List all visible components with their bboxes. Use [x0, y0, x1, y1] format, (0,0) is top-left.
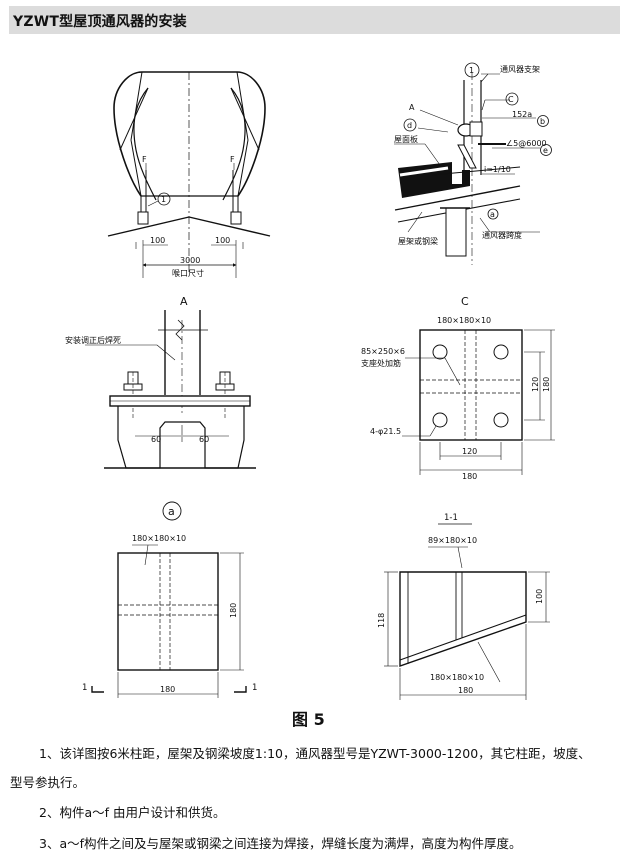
section-mark-left: 1 — [82, 683, 87, 693]
detail-small-a-drawing — [91, 544, 247, 698]
support-section — [394, 62, 540, 265]
detail-c-drawing — [402, 329, 555, 475]
label-truss: 屋架或钢梁 — [398, 236, 438, 246]
label-support: 通风器支架 — [500, 64, 540, 74]
throat-size-label: 喉口尺寸 — [172, 268, 204, 278]
detail-a-drawing — [85, 310, 256, 469]
note-2: 2、构件a～f 由用户设计和供货。 — [39, 805, 226, 820]
label-span: 通风器跨度 — [482, 230, 522, 240]
section-11-dim-180: 180 — [458, 686, 473, 695]
label-152a: 152a — [512, 110, 532, 119]
label-b-marker: b — [540, 117, 545, 126]
figure-label: 图 5 — [292, 710, 325, 729]
detail-a-dim-60-right: 60 — [199, 435, 209, 444]
dim-100-right: 100 — [215, 236, 230, 245]
note-1: 1、该详图按6米柱距，屋架及钢梁坡度1:10，通风器型号是YZWT-3000-1… — [39, 746, 591, 761]
dim-100-left: 100 — [150, 236, 165, 245]
section-11-top-plate: 89×180×10 — [428, 536, 477, 545]
detail-c-rib-note: 支座处加筋 — [361, 358, 401, 368]
label-c-marker: C — [508, 95, 514, 104]
detail-c-holes: 4-φ21.5 — [370, 427, 401, 436]
label-a-marker: A — [409, 103, 415, 112]
section-11-drawing — [384, 546, 550, 700]
detail-a-dim-60-left: 60 — [151, 435, 161, 444]
section-11-bottom-plate: 180×180×10 — [430, 673, 484, 682]
label-slope: i=1/10 — [484, 165, 511, 174]
ventilator-elevation — [107, 71, 271, 278]
section-11-title: 1-1 — [444, 513, 458, 523]
note-3: 3、a～f构件之间及与屋架或钢梁之间连接为焊接，焊缝长度为满焊，高度为构件厚度。 — [39, 836, 522, 851]
detail-c-plate: 180×180×10 — [437, 316, 491, 325]
label-d-marker: d — [407, 121, 412, 130]
detail-c-dim-180-bottom: 180 — [462, 472, 477, 481]
detail-a-title: A — [180, 295, 188, 308]
label-angle: ∠5@6000 — [506, 139, 547, 148]
detail-c-rib: 85×250×6 — [361, 347, 405, 356]
label-f-left: F — [142, 155, 147, 164]
detail-small-a-title: a — [168, 505, 175, 518]
note-1-continued: 型号参执行。 — [10, 775, 86, 790]
section-11-dim-118: 118 — [377, 613, 386, 628]
label-f-right: F — [230, 155, 235, 164]
section-mark-right: 1 — [252, 683, 257, 693]
detail-c-dim-120-bottom: 120 — [462, 447, 477, 456]
circle-1-label: 1 — [161, 195, 166, 204]
detail-small-a-dim-180-right: 180 — [229, 603, 238, 618]
label-e-marker: e — [543, 146, 548, 155]
label-roof-panel: 屋面板 — [394, 134, 418, 144]
detail-small-a-dim-180-bottom: 180 — [160, 685, 175, 694]
title-bar: YZWT型屋顶通风器的安装 — [9, 6, 620, 34]
section-11-dim-100: 100 — [535, 589, 544, 604]
dim-3000: 3000 — [180, 256, 200, 265]
label-a-circle: a — [490, 210, 495, 219]
page-title: YZWT型屋顶通风器的安装 — [13, 14, 187, 30]
detail-small-a-plate: 180×180×10 — [132, 534, 186, 543]
detail-c-dim-180-right: 180 — [542, 377, 551, 392]
support-circle-1: 1 — [469, 66, 474, 75]
detail-c-dim-120-right: 120 — [531, 377, 540, 392]
detail-a-note: 安装调正后焊死 — [65, 335, 121, 345]
detail-c-title: C — [461, 295, 469, 308]
